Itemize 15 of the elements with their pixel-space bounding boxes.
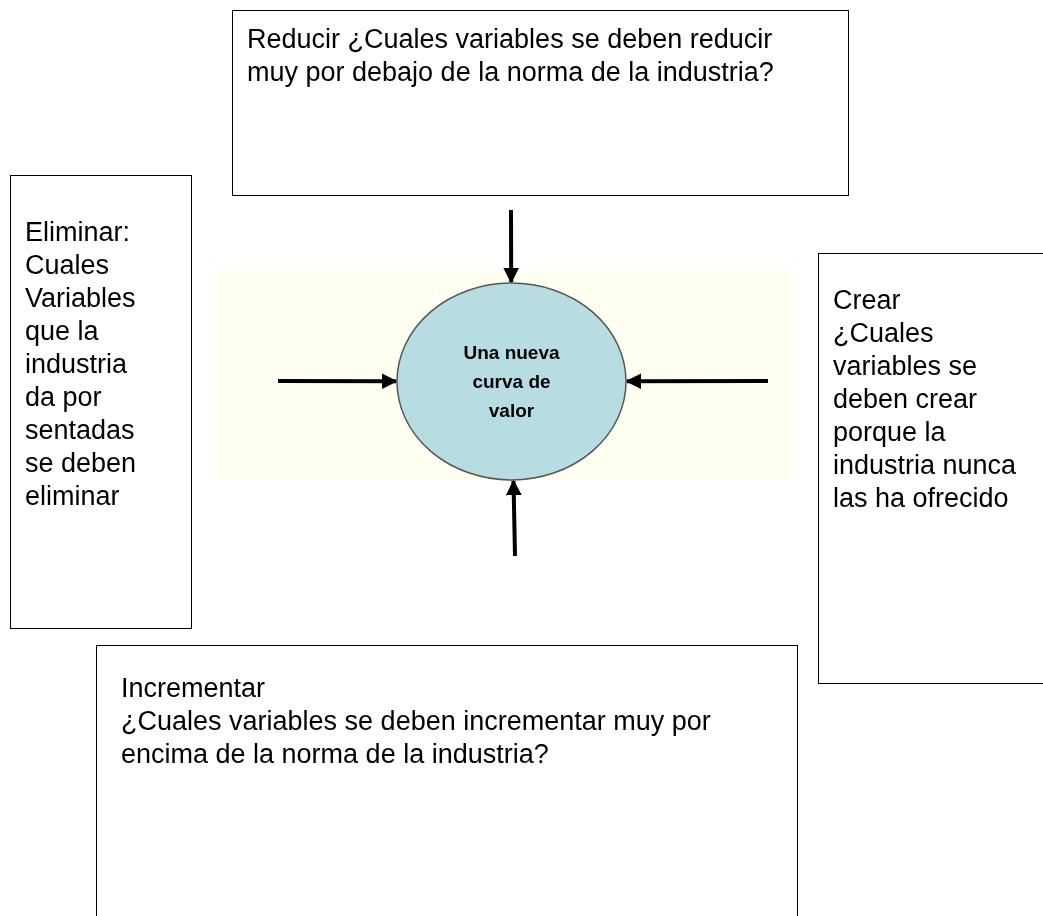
box-text: Eliminar: Cuales Variables que la industria da por sentadas se deben eliminar bbox=[25, 216, 138, 513]
box-text: Crear bbox=[833, 284, 902, 317]
arrow bbox=[505, 479, 522, 557]
box-text: ¿Cuales variables se deben crear porque la industria nunca las ha ofrecido bbox=[833, 317, 1018, 515]
arrow bbox=[503, 210, 520, 284]
circle-label: Una nueva curva de valor bbox=[462, 341, 561, 423]
arrow bbox=[278, 373, 398, 390]
question-box bbox=[96, 645, 798, 916]
question-box bbox=[232, 10, 849, 196]
box-text: Reducir ¿Cuales variables se deben reducir muy por debajo de la norma de la industria? bbox=[247, 23, 775, 89]
value-curve-circle bbox=[396, 282, 627, 481]
question-box bbox=[10, 175, 192, 629]
box-text: ¿Cuales variables se deben incrementar muy por encima de la norma de la industria? bbox=[121, 705, 712, 771]
question-box bbox=[818, 253, 1043, 684]
box-text: Incrementar bbox=[121, 672, 267, 705]
